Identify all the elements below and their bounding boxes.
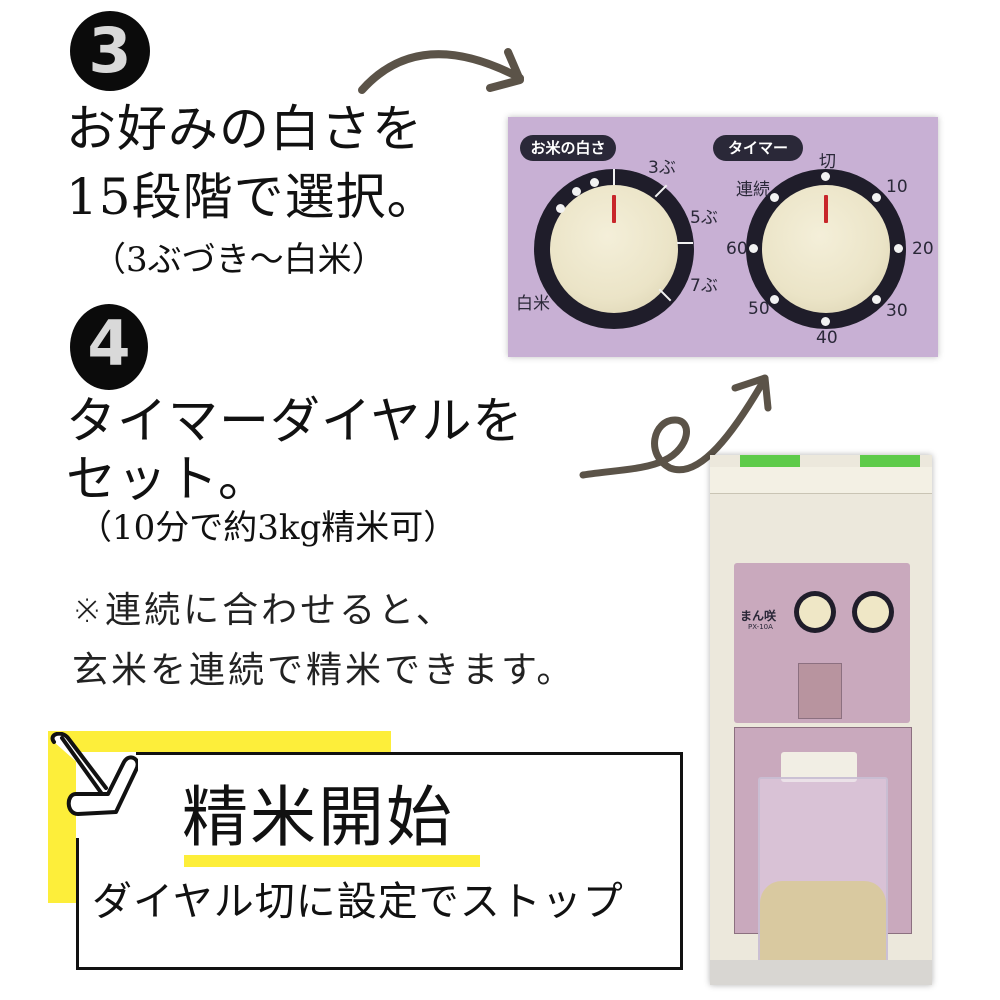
whiteness-7bu: 7ぶ	[690, 276, 718, 296]
callout-title: 精米開始	[182, 779, 454, 856]
control-panel-photo: お米の白さ タイマー 3ぶ 5ぶ 7ぶ 白米 切 10 20 30 40 50 …	[508, 117, 938, 357]
callout-left-border	[76, 838, 79, 967]
callout-sub: ダイヤル切に設定でストップ	[92, 879, 624, 925]
step-3-headline-line2: 15段階で選択。	[66, 168, 438, 226]
loop-arrow-icon	[579, 374, 772, 479]
rice-polisher-photo: まん咲 PX-10A	[710, 455, 932, 985]
curved-arrow-icon	[358, 48, 524, 94]
note-line2: 玄米を連続で精米できます。	[72, 650, 576, 691]
whiteness-label: お米の白さ	[520, 135, 616, 161]
timer-60: 60	[726, 239, 748, 259]
timer-continuous: 連続	[736, 180, 770, 200]
timer-off: 切	[819, 152, 836, 172]
timer-label: タイマー	[713, 135, 803, 161]
step-4-badge: 4	[70, 304, 148, 390]
timer-20: 20	[912, 239, 934, 259]
timer-50: 50	[748, 299, 770, 319]
step-4-headline-line1: タイマーダイヤルを	[66, 392, 524, 450]
timer-10: 10	[886, 177, 908, 197]
whiteness-3bu: 3ぶ	[648, 158, 676, 178]
timer-40: 40	[816, 328, 838, 348]
machine-brand: まん咲	[740, 609, 777, 623]
step-3-sub: （3ぶづき～白米）	[92, 240, 386, 280]
timer-30: 30	[886, 301, 908, 321]
step-3-badge: 3	[70, 11, 150, 91]
whiteness-hakumai: 白米	[516, 294, 550, 314]
step-4-sub: （10分で約3kg精米可）	[78, 508, 458, 548]
note-line1: ※連続に合わせると、	[72, 590, 455, 631]
step-4-headline-line2: セット。	[66, 450, 269, 508]
title-highlight	[184, 855, 480, 867]
step-3-headline-line1: お好みの白さを	[66, 100, 423, 158]
machine-model: PX-10A	[748, 623, 773, 631]
paperclip-arrow-icon	[50, 732, 138, 816]
callout-top-border	[136, 752, 680, 755]
whiteness-dial[interactable]	[534, 169, 694, 329]
timer-dial[interactable]	[746, 169, 906, 329]
whiteness-5bu: 5ぶ	[690, 208, 718, 228]
